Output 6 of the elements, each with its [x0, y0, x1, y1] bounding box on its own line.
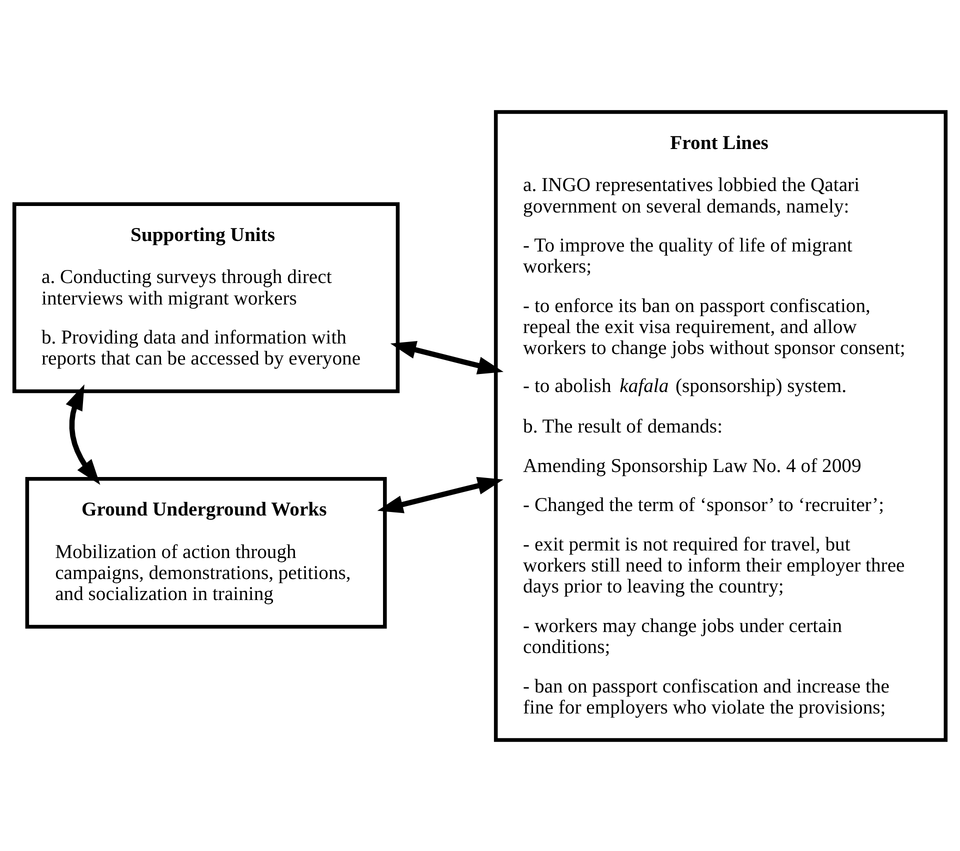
node-box: Supporting Units a. Conducting surveys through direct interviews with migrant workers b. Providing data and information with reports that can be accessed by everyone [12, 202, 400, 393]
arrow [66, 384, 100, 484]
node-box: Front Lines a. INGO representatives lobbied the Qatari government on several demands, namely: - To improve the quality of life of migrant workers; - to enforce its ban on passport confiscation, repeal the exit visa requirement, and allow workers to change jobs without sponsor consent; - to abolish kafala (sponsorship) system. b. The result of demands: Amending Sponsorship Law No. 4 of 2009 - Changed the term of ‘sponsor’ to ‘recruiter’; - exit permit is not required for travel, but workers still need to inform their employer three days prior to leaving the country; - workers may change jobs under certain conditions; - ban on passport confiscation and increase the fine for employers who violate the provisions; [494, 110, 948, 742]
arrow [390, 340, 504, 374]
arrow [377, 476, 504, 513]
node-box: Ground Underground Works Mobilization of action through campaigns, demonstrations, petitions, and socialization in training [25, 476, 387, 628]
